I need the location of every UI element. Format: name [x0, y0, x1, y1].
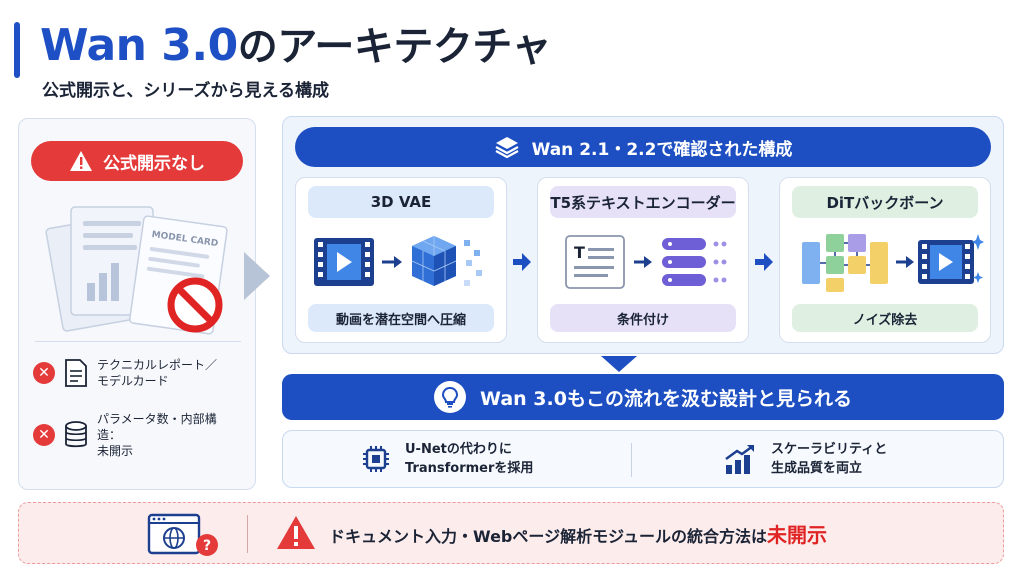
feature-scalability: スケーラビリティと 生成品質を両立	[723, 440, 887, 478]
feature-line2: Transformerを採用	[405, 461, 534, 476]
confirmed-architecture-header: Wan 2.1・2.2で確認された構成	[295, 127, 991, 167]
page-subtitle: 公式開示と、シリーズから見える構成	[42, 81, 329, 101]
feature-transformer: U-Netの代わりに Transformerを採用	[361, 440, 533, 478]
chevron-right-icon	[244, 252, 270, 300]
document-icon	[65, 359, 87, 387]
arrow-right-icon	[755, 253, 773, 271]
features-divider	[631, 443, 632, 477]
undisclosed-integration-banner: ? ドキュメント入力・Webページ解析モジュールの統合方法は未開示	[18, 502, 1004, 564]
triangle-down-icon	[601, 356, 637, 372]
conclusion-text: Wan 3.0もこの流れを汲む設計と見られる	[480, 387, 852, 410]
undisclosed-item-line2: 未開示	[97, 444, 134, 458]
text-encoder-card: T5系テキストエンコーダー T 条件付け	[537, 177, 749, 343]
confirmed-architecture-panel: Wan 2.1・2.2で確認された構成 3D VAE 動画を潜在空間へ圧縮 T5…	[282, 116, 1004, 354]
bottom-banner-highlight: 未開示	[766, 522, 827, 547]
webpage-question-icon: ?	[147, 513, 218, 556]
vae-card-caption: 動画を潜在空間へ圧縮	[308, 304, 494, 332]
no-disclosure-badge: 公式開示なし	[31, 141, 243, 181]
undisclosed-item-line1: テクニカルレポート／	[97, 358, 218, 372]
title-accent-bar	[14, 22, 20, 78]
growth-chart-icon	[725, 445, 754, 474]
feature-line1: U-Netの代わりに	[405, 442, 512, 457]
dit-backbone-card-title: DiTバックボーン	[792, 186, 978, 218]
svg-text:?: ?	[203, 538, 211, 554]
dit-backbone-card-caption: ノイズ除去	[792, 304, 978, 332]
conclusion-banner: Wan 3.0もこの流れを汲む設計と見られる	[282, 374, 1004, 420]
page-title-rest: のアーキテクチャ	[237, 24, 552, 70]
undisclosed-documents-icon: MODEL CARD	[45, 206, 228, 335]
page-title-accent: Wan 3.0	[40, 20, 238, 71]
undisclosed-item-line1: パラメータ数・内部構造：	[97, 412, 217, 442]
warning-icon	[277, 516, 315, 549]
bottom-banner-message: ドキュメント入力・Webページ解析モジュールの統合方法は未開示	[275, 514, 827, 552]
vae-card-title: 3D VAE	[308, 186, 494, 218]
dit-backbone-card: DiTバックボーン ノイズ除去	[779, 177, 991, 343]
undisclosed-item-parameters: ✕ パラメータ数・内部構造： 未開示	[33, 411, 237, 459]
undisclosed-item-line2: モデルカード	[97, 374, 169, 388]
x-icon: ✕	[33, 424, 55, 446]
bottom-banner-text: ドキュメント入力・Webページ解析モジュールの統合方法は	[329, 526, 767, 546]
confirmed-architecture-title: Wan 2.1・2.2で確認された構成	[531, 139, 793, 160]
text-to-embedding-icon: T	[565, 235, 727, 289]
undisclosed-item-report: ✕ テクニカルレポート／ モデルカード	[33, 357, 237, 389]
dit-denoise-icon	[802, 234, 984, 292]
feature-line2: 生成品質を両立	[771, 461, 863, 476]
arrow-right-icon	[513, 253, 531, 271]
left-panel-divider	[35, 341, 241, 342]
database-icon	[65, 421, 87, 448]
official-disclosure-panel: 公式開示なし MODEL CARD ✕ テクニ	[18, 118, 256, 490]
features-panel: U-Netの代わりに Transformerを採用 スケーラビリティと 生成品質…	[282, 430, 1004, 488]
video-to-latent-icon	[314, 236, 482, 286]
bottom-banner-divider	[247, 515, 248, 553]
chip-icon	[363, 446, 389, 472]
feature-line1: スケーラビリティと	[771, 442, 888, 457]
no-disclosure-label: 公式開示なし	[103, 153, 205, 174]
warning-icon	[70, 151, 92, 171]
vae-card: 3D VAE 動画を潜在空間へ圧縮	[295, 177, 507, 343]
layers-icon	[495, 137, 519, 159]
text-encoder-card-title: T5系テキストエンコーダー	[550, 186, 736, 218]
x-icon: ✕	[33, 362, 55, 384]
svg-text:T: T	[574, 243, 585, 262]
lightbulb-icon	[434, 381, 467, 413]
text-encoder-card-caption: 条件付け	[550, 304, 736, 332]
page-title: Wan 3.0のアーキテクチャ	[40, 14, 551, 72]
